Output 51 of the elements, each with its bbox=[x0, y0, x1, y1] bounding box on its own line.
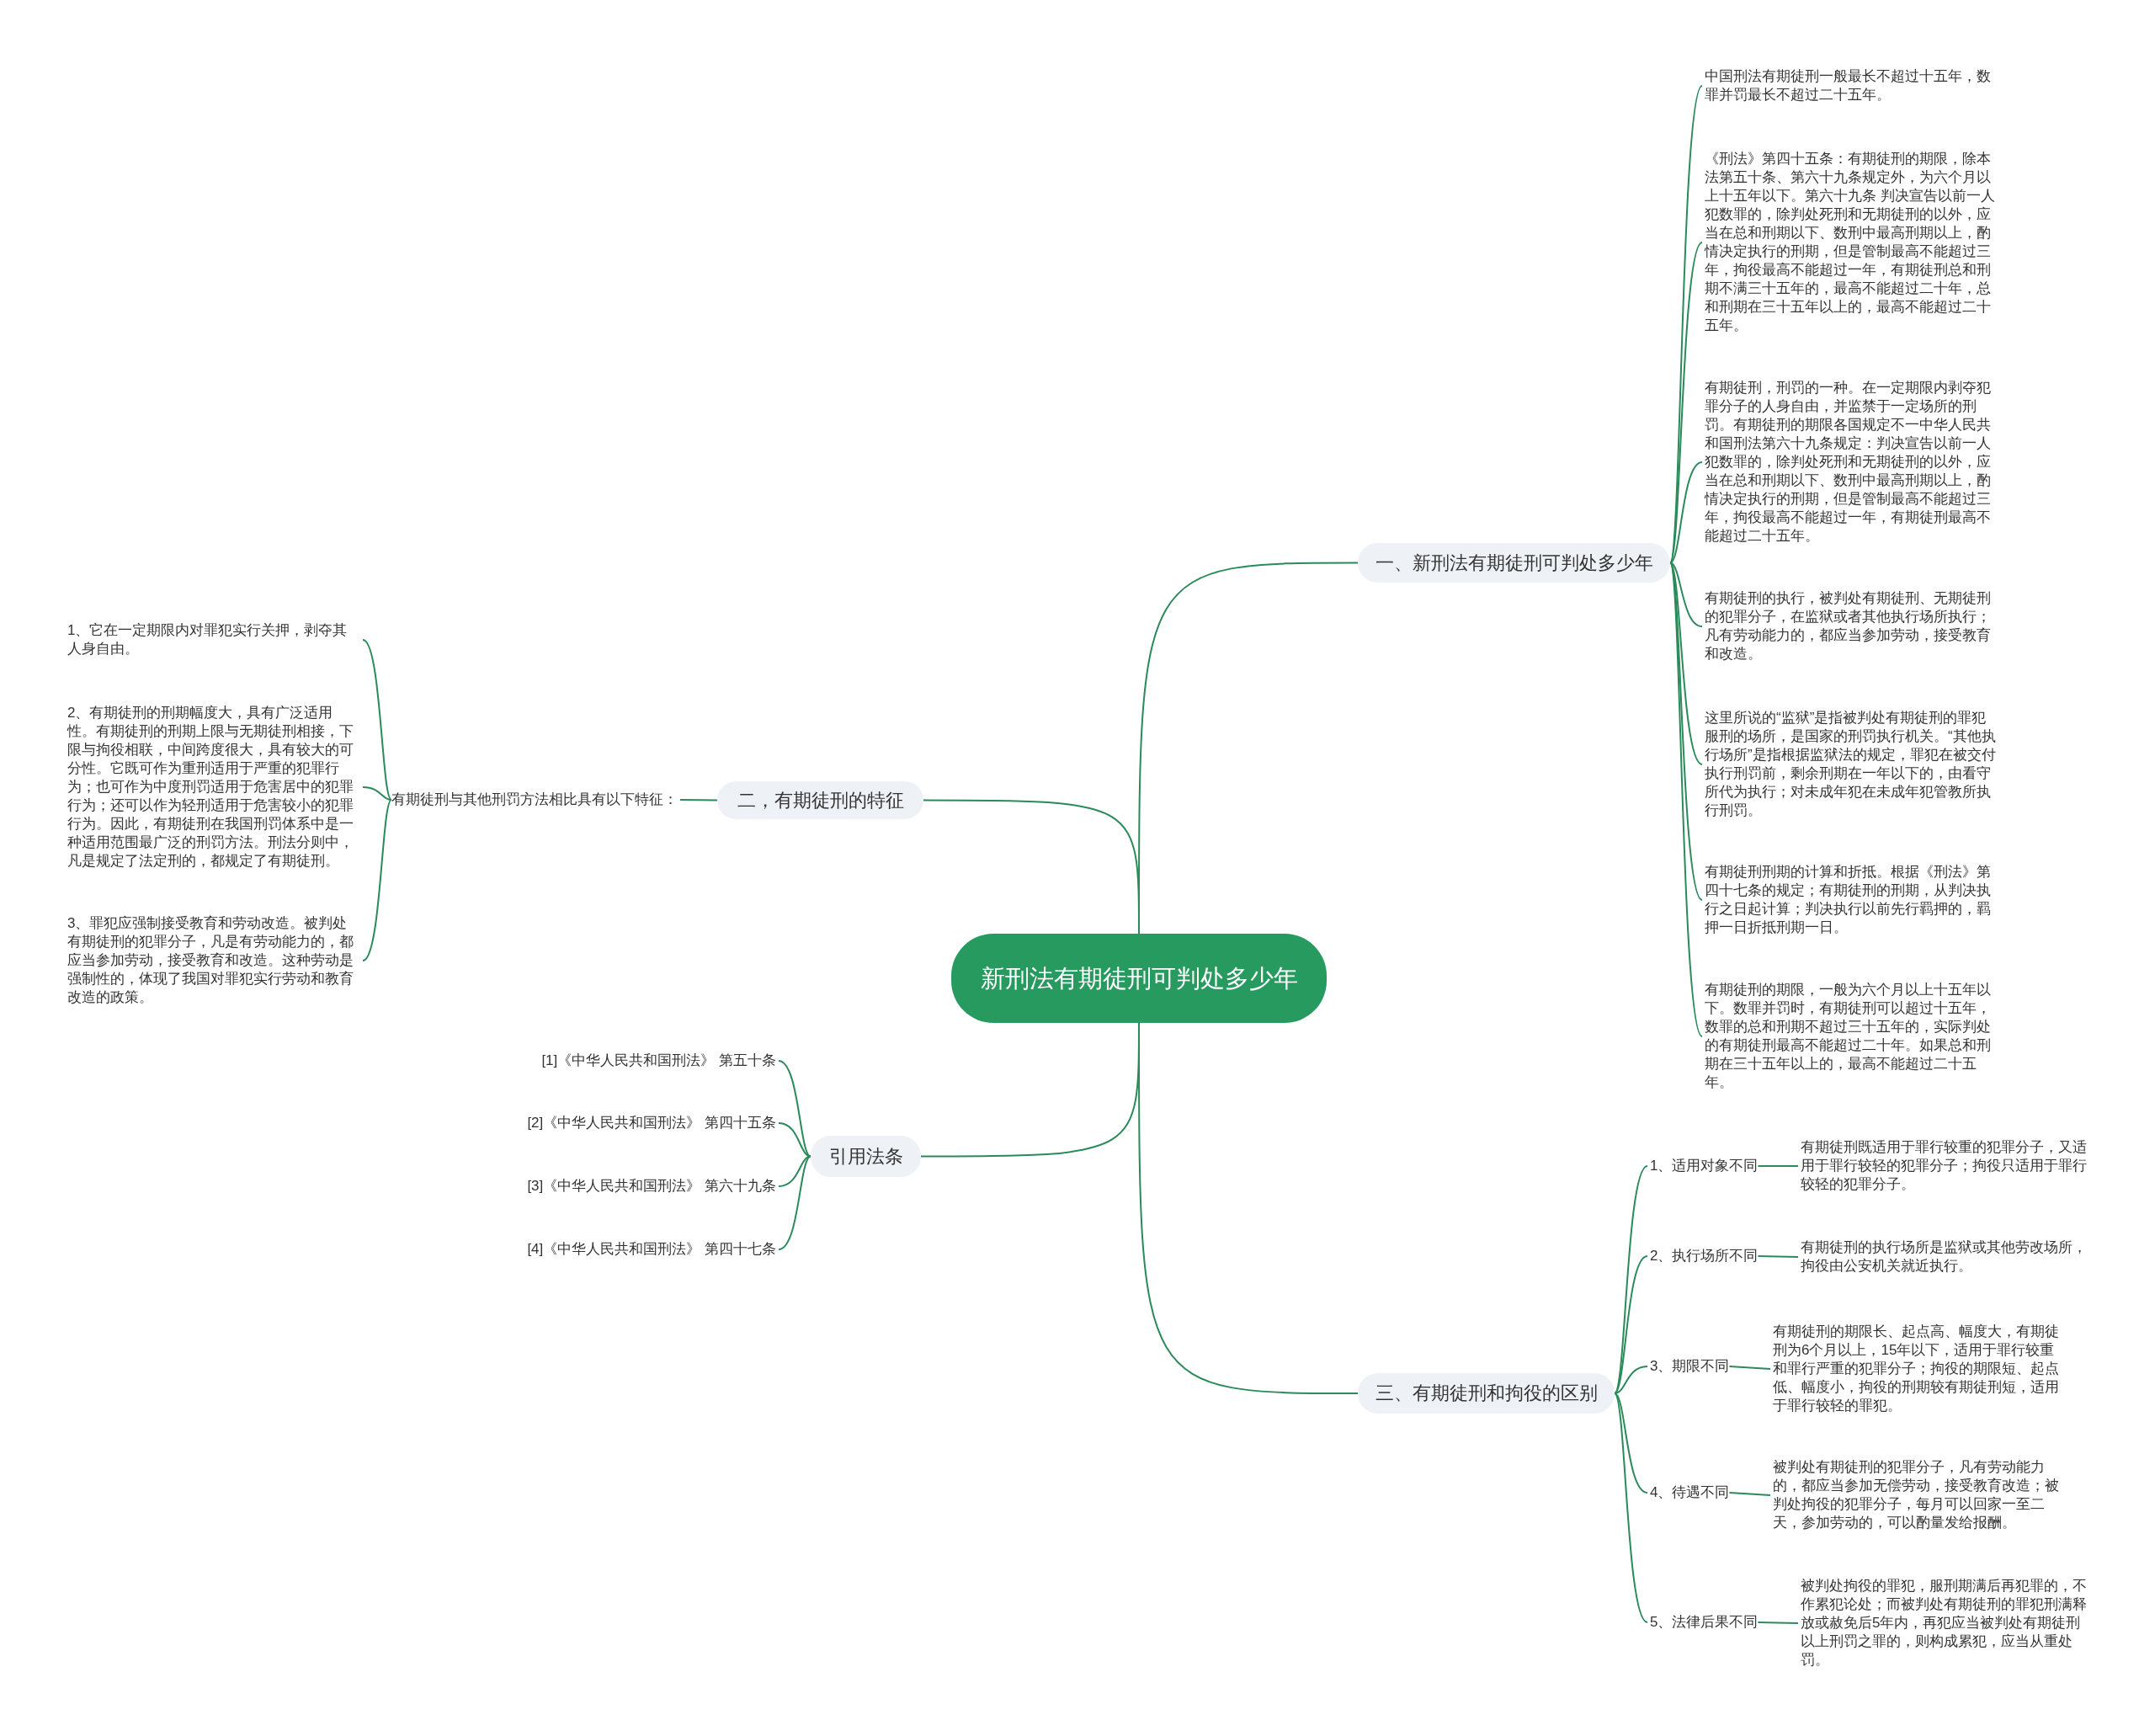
note-text: 1、它在一定期限内对罪犯实行关押，剥夺其人身自由。 bbox=[67, 621, 360, 658]
note-text: 被判处拘役的罪犯，服刑期满后再犯罪的，不作累犯论处；而被判处有期徒刑的罪犯刑满释放或赦免后5年内，再犯应当被判处有期徒刑以上刑罚之罪的，则构成累犯，应当从重处罚。 bbox=[1801, 1577, 2092, 1669]
subtopic-text: [1]《中华人民共和国刑法》 第五十条 bbox=[541, 1052, 776, 1070]
note-text: 中国刑法有期徒刑一般最长不超过十五年，数罪并罚最长不超过二十五年。 bbox=[1705, 67, 1996, 104]
branch-topic: 三、有期徒刑和拘役的区别 bbox=[1358, 1373, 1615, 1414]
subtopic-text: 4、待遇不同 bbox=[1650, 1483, 1730, 1502]
note-text: 这里所说的“监狱”是指被判处有期徒刑的罪犯服刑的场所，是国家的刑罚执行机关。“其他执行场所”是指根据监狱法的规定，罪犯在被交付执行刑罚前，剩余刑期在一年以下的，由看守所代为执行；对未成年犯在未成年犯管教所执行刑罚。 bbox=[1705, 709, 1996, 820]
connector-line bbox=[1728, 1366, 1771, 1370]
branch-topic: 引用法条 bbox=[811, 1136, 921, 1177]
connector-line bbox=[1669, 242, 1703, 564]
subtopic-text: 2、执行场所不同 bbox=[1650, 1247, 1759, 1265]
subtopic-text: 有期徒刑与其他刑罚方法相比具有以下特征： bbox=[391, 791, 678, 809]
subtopic-text: 3、期限不同 bbox=[1650, 1357, 1730, 1376]
connector-line bbox=[778, 1155, 811, 1250]
connector-line bbox=[1757, 1622, 1799, 1624]
note-text: 有期徒刑既适用于罪行较重的犯罪分子，又适用于罪行较轻的犯罪分子；拘役只适用于罪行较轻的犯罪分子。 bbox=[1801, 1138, 2092, 1194]
connector-line bbox=[362, 799, 392, 961]
connector-line bbox=[1614, 1393, 1648, 1623]
connector-line bbox=[1614, 1393, 1648, 1494]
connector-line bbox=[1669, 562, 1703, 627]
subtopic-text: [4]《中华人民共和国刑法》 第四十七条 bbox=[527, 1240, 776, 1259]
note-text: 有期徒刑的执行，被判处有期徒刑、无期徒刑的犯罪分子，在监狱或者其他执行场所执行；凡有劳动能力的，都应当参加劳动，接受教育和改造。 bbox=[1705, 589, 1996, 663]
note-text: 有期徒刑的期限长、起点高、幅度大，有期徒刑为6个月以上，15年以下，适用于罪行较重和罪行严重的犯罪分子；拘役的期限短、起点低、幅度小，拘役的刑期较有期徒刑短，适用于罪行较轻的罪犯。 bbox=[1773, 1323, 2064, 1415]
connector-line bbox=[1757, 1165, 1799, 1167]
connector-line bbox=[1614, 1366, 1648, 1394]
connector-line bbox=[362, 786, 392, 801]
connector-line bbox=[679, 799, 718, 801]
note-text: 有期徒刑的执行场所是监狱或其他劳改场所，拘役由公安机关就近执行。 bbox=[1801, 1238, 2092, 1275]
subtopic-text: 1、适用对象不同 bbox=[1650, 1157, 1759, 1175]
connector-line bbox=[1669, 562, 1703, 765]
connector-line bbox=[1614, 1255, 1648, 1394]
branch-topic: 一、新刑法有期徒刑可判处多少年 bbox=[1358, 543, 1670, 583]
connector-line bbox=[923, 799, 1140, 935]
connector-line bbox=[778, 1060, 811, 1158]
central-topic: 新刑法有期徒刑可判处多少年 bbox=[951, 934, 1327, 1023]
connector-line bbox=[1614, 1165, 1648, 1394]
connector-line bbox=[1757, 1255, 1799, 1258]
connector-line bbox=[362, 639, 392, 801]
note-text: 有期徒刑的期限，一般为六个月以上十五年以下。数罪并罚时，有期徒刑可以超过十五年，数罪的总和刑期不超过三十五年的，实际判处的有期徒刑最高不能超过二十年。如果总和刑期在三十五年以上的，最高不能超过二十五年。 bbox=[1705, 981, 1996, 1092]
subtopic-text: 5、法律后果不同 bbox=[1650, 1613, 1759, 1632]
connector-line bbox=[1728, 1492, 1771, 1496]
note-text: 被判处有期徒刑的犯罪分子，凡有劳动能力的，都应当参加无偿劳动，接受教育改造；被判处拘役的犯罪分子，每月可以回家一至二天，参加劳动的，可以酌量发给报酬。 bbox=[1773, 1458, 2064, 1532]
note-text: 《刑法》第四十五条：有期徒刑的期限，除本法第五十条、第六十九条规定外，为六个月以上十五年以下。第六十九条 判决宣告以前一人犯数罪的，除判处死刑和无期徒刑的以外，应当在总和刑期以下、数刑中最高刑期以上，酌情决定执行的刑期，但是管制最高不能超过三年，拘役最高不能超过一年，有期徒刑总和刑期不满三十五年的，最高不能超过二十年，总和刑期在三十五年以上的，最高不能超过二十五年。 bbox=[1705, 150, 1996, 335]
subtopic-text: [2]《中华人民共和国刑法》 第四十五条 bbox=[527, 1114, 776, 1132]
note-text: 有期徒刑刑期的计算和折抵。根据《刑法》第四十七条的规定；有期徒刑的刑期，从判决执行之日起计算；判决执行以前先行羁押的，羁押一日折抵刑期一日。 bbox=[1705, 863, 1996, 937]
subtopic-text: [3]《中华人民共和国刑法》 第六十九条 bbox=[527, 1177, 776, 1195]
note-text: 3、罪犯应强制接受教育和劳动改造。被判处有期徒刑的犯罪分子，凡是有劳动能力的，都应当参加劳动，接受教育和改造。这种劳动是强制性的，体现了我国对罪犯实行劳动和教育改造的政策。 bbox=[67, 914, 360, 1007]
note-text: 2、有期徒刑的刑期幅度大，具有广泛适用性。有期徒刑的刑期上限与无期徒刑相接，下限与拘役相联，中间跨度很大，具有较大的可分性。它既可作为重刑适用于严重的犯罪行为；也可作为中度刑罚适用于危害居中的犯罪行为；还可以作为轻刑适用于危害较小的犯罪行为。因此，有期徒刑在我国刑罚体系中是一种适用范围最广泛的刑罚方法。刑法分则中，凡是规定了法定刑的，都规定了有期徒刑。 bbox=[67, 704, 360, 871]
note-text: 有期徒刑，刑罚的一种。在一定期限内剥夺犯罪分子的人身自由，并监禁于一定场所的刑罚。有期徒刑的期限各国规定不一中华人民共和国刑法第六十九条规定：判决宣告以前一人犯数罪的，除判处死刑和无期徒刑的以外，应当在总和刑期以下、数刑中最高刑期以上，酌情决定执行的刑期，但是管制最高不能超过三年，拘役最高不能超过一年，有期徒刑最高不能超过二十五年。 bbox=[1705, 379, 1996, 546]
branch-topic: 二，有期徒刑的特征 bbox=[717, 781, 923, 819]
connector-line bbox=[1669, 461, 1703, 564]
